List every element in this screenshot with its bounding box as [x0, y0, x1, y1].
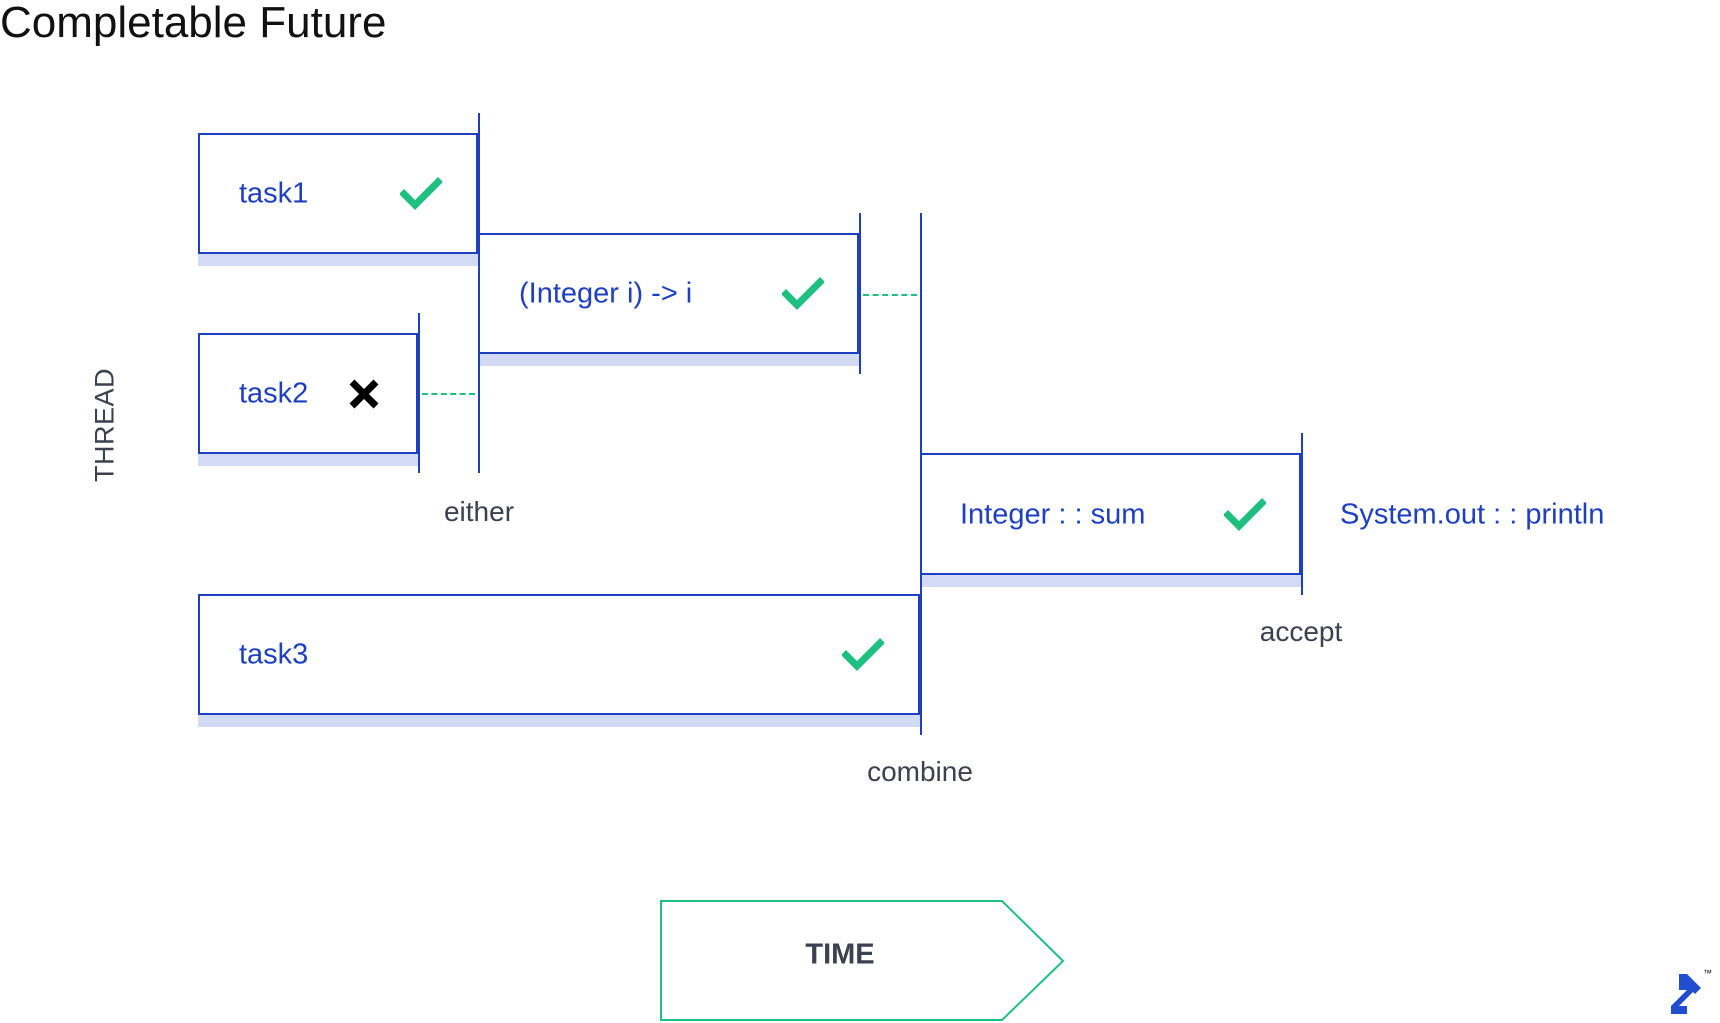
- time-axis-label: TIME: [805, 938, 875, 971]
- task1-end-line: [478, 113, 480, 473]
- println-consumer-label: System.out : : println: [1340, 498, 1605, 531]
- diagram-title: Completable Future: [0, 0, 387, 47]
- check-icon: [400, 177, 442, 210]
- identity-fn-end-line: [859, 213, 861, 374]
- identity-combine-connector: [863, 294, 917, 296]
- identity-fn-label: (Integer i) -> i: [519, 277, 693, 310]
- check-icon: [842, 638, 884, 671]
- task3-box: [198, 594, 920, 715]
- sum-shadow: [920, 574, 1301, 587]
- task3-label: task3: [239, 638, 309, 671]
- thread-axis-label: THREAD: [89, 367, 120, 483]
- combine-stage-label: combine: [867, 756, 973, 787]
- trademark-mark: ™: [1703, 968, 1712, 978]
- accept-stage-label: accept: [1259, 616, 1343, 647]
- task1-label: task1: [239, 177, 309, 210]
- check-icon: [782, 277, 824, 310]
- time-arrow: [660, 900, 1065, 1021]
- sum-box: [920, 453, 1301, 575]
- toptal-logo-icon: [1671, 974, 1701, 1014]
- task2-label: task2: [239, 377, 309, 410]
- accept-line: [1301, 433, 1303, 595]
- cross-icon: [349, 379, 379, 409]
- check-icon: [1224, 498, 1266, 531]
- task2-end-line: [418, 313, 420, 473]
- task3-shadow: [198, 714, 920, 727]
- sum-label: Integer : : sum: [960, 498, 1146, 531]
- identity-fn-box: [478, 233, 859, 354]
- either-stage-label: either: [443, 496, 515, 527]
- task2-shadow: [198, 453, 418, 466]
- task2-either-connector: [422, 393, 475, 395]
- task1-shadow: [198, 253, 478, 266]
- identity-fn-shadow: [478, 353, 859, 366]
- combine-line: [920, 213, 922, 735]
- task2-box: [198, 333, 418, 454]
